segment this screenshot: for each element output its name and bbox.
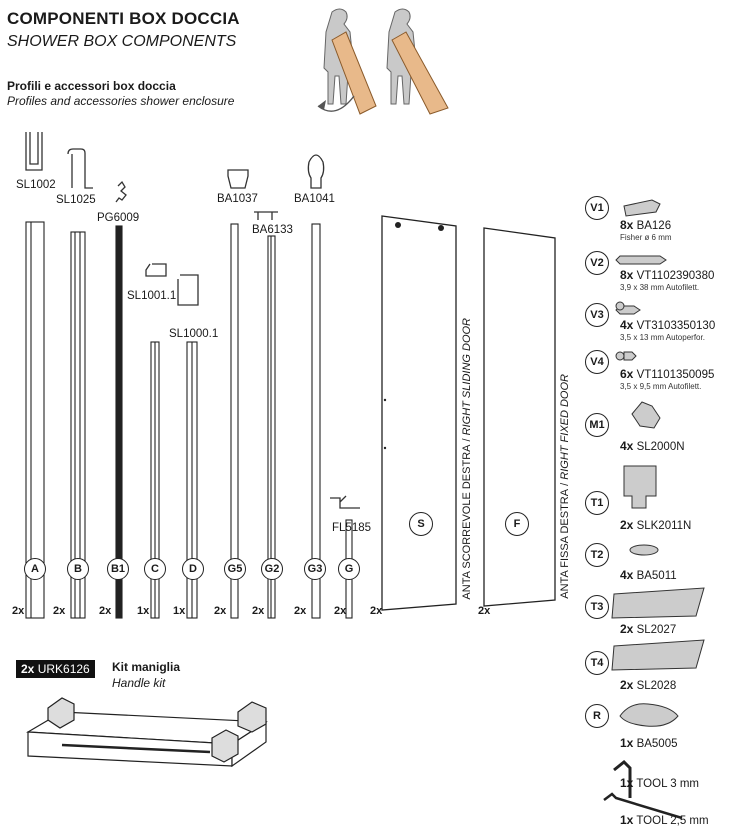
label-sl1025: SL1025 — [56, 194, 96, 206]
profile-b-marker: B — [67, 558, 89, 580]
section-title-en: Profiles and accessories shower enclosur… — [7, 94, 235, 108]
profile-g3-marker: G3 — [304, 558, 326, 580]
profile-g5-marker: G5 — [224, 558, 246, 580]
panel-fixed-qty: 2x — [478, 605, 491, 617]
profile-g5-qty: 2x — [214, 605, 227, 617]
allen-key-3-icon — [613, 759, 632, 798]
label-ba1037: BA1037 — [217, 193, 258, 205]
ba1037-icon — [227, 169, 249, 189]
hardware-r-line: 1x BA5005 — [620, 736, 678, 750]
label-ba6133: BA6133 — [252, 224, 293, 236]
tool-2-5mm-line: 1x TOOL 2,5 mm — [620, 813, 709, 827]
hardware-icons — [611, 199, 705, 727]
sl1002-icon — [25, 132, 43, 171]
panel-sliding-qty: 2x — [370, 605, 383, 617]
handle-kit-title-en: Handle kit — [112, 676, 166, 690]
profile-b1-qty: 2x — [99, 605, 112, 617]
label-fl5185: FL5185 — [332, 522, 372, 534]
hardware-m1-line: 4x SL2000N — [620, 439, 685, 453]
profile-a-marker: A — [24, 558, 46, 580]
profile-g3-qty: 2x — [294, 605, 307, 617]
hardware-v2-line: 8x VT1102390380 — [620, 268, 715, 282]
ba1041-icon — [307, 154, 325, 189]
hardware-t4-marker: T4 — [585, 651, 609, 675]
hardware-t2-line: 4x BA5011 — [620, 568, 677, 582]
label-sl1002: SL1002 — [16, 179, 56, 191]
hardware-v3-marker: V3 — [585, 303, 609, 327]
hardware-r-marker: R — [585, 704, 609, 728]
hardware-v4-desc: 3,5 x 9,5 mm Autofilett. — [620, 382, 702, 391]
label-ba1041: BA1041 — [294, 193, 335, 205]
hardware-v2-marker: V2 — [585, 251, 609, 275]
carried-panels — [331, 31, 449, 115]
profile-g5 — [230, 223, 239, 619]
profile-g-qty: 2x — [334, 605, 347, 617]
hardware-v3-desc: 3,5 x 13 mm Autoperfor. — [620, 333, 705, 342]
label-pg6009: PG6009 — [97, 212, 140, 224]
hardware-t2-marker: T2 — [585, 543, 609, 567]
profile-b1 — [115, 225, 123, 619]
profile-d-marker: D — [182, 558, 204, 580]
hardware-v4-marker: V4 — [585, 350, 609, 374]
handle-kit-title-it: Kit maniglia — [112, 660, 181, 674]
hardware-m1-marker: M1 — [585, 413, 609, 437]
panel-fixed-marker: F — [505, 512, 529, 536]
allen-key-2-5-icon — [603, 792, 683, 820]
hardware-t4-line: 2x SL2028 — [620, 678, 677, 692]
label-sl1000-1: SL1000.1 — [169, 328, 219, 340]
hardware-v1-line: 8x BA126 — [620, 218, 672, 232]
tool-3mm-line: 1x TOOL 3 mm — [620, 776, 699, 790]
title-it: COMPONENTI BOX DOCCIA — [7, 9, 240, 28]
sl1025-icon — [67, 148, 93, 189]
panel-sliding-label: ANTA SCORREVOLE DESTRA / RIGHT SLIDING D… — [461, 318, 473, 600]
profile-c-marker: C — [144, 558, 166, 580]
panel-sliding — [381, 215, 457, 611]
hardware-v1-marker: V1 — [585, 196, 609, 220]
profile-c-qty: 1x — [137, 605, 150, 617]
hardware-t1-line: 2x SLK2011N — [620, 518, 692, 532]
hardware-v4-line: 6x VT1101350095 — [620, 367, 715, 381]
section-title-it: Profili e accessori box doccia — [7, 79, 176, 93]
panel-fixed-label: ANTA FISSA DESTRA / RIGHT FIXED DOOR — [559, 374, 571, 599]
profile-g3 — [311, 223, 321, 619]
panel-fixed — [483, 227, 556, 607]
pg6009-icon — [115, 180, 127, 203]
fl5185-icon — [330, 495, 360, 509]
title-en: SHOWER BOX COMPONENTS — [7, 33, 237, 50]
hardware-v1-desc: Fisher ø 6 mm — [620, 233, 672, 242]
sl1001-1-icon — [145, 263, 167, 277]
sl1000-1-icon — [177, 274, 199, 306]
profile-b-qty: 2x — [53, 605, 66, 617]
hardware-t3-marker: T3 — [585, 595, 609, 619]
handle-kit-badge: 2x URK6126 — [16, 660, 95, 678]
profile-g-marker: G — [338, 558, 360, 580]
profile-g2-marker: G2 — [261, 558, 283, 580]
profile-g2-qty: 2x — [252, 605, 265, 617]
hardware-t3-line: 2x SL2027 — [620, 622, 677, 636]
profile-a-qty: 2x — [12, 605, 25, 617]
profile-b1-marker: B1 — [107, 558, 129, 580]
hardware-t1-marker: T1 — [585, 491, 609, 515]
hardware-v2-desc: 3,9 x 38 mm Autofilett. — [620, 283, 700, 292]
hardware-v3-line: 4x VT3103350130 — [620, 318, 716, 332]
ba6133-icon — [254, 211, 278, 220]
handle-kit-drawing — [25, 697, 268, 768]
profile-d-qty: 1x — [173, 605, 186, 617]
label-sl1001-1: SL1001.1 — [127, 290, 177, 302]
panel-sliding-marker: S — [409, 512, 433, 536]
